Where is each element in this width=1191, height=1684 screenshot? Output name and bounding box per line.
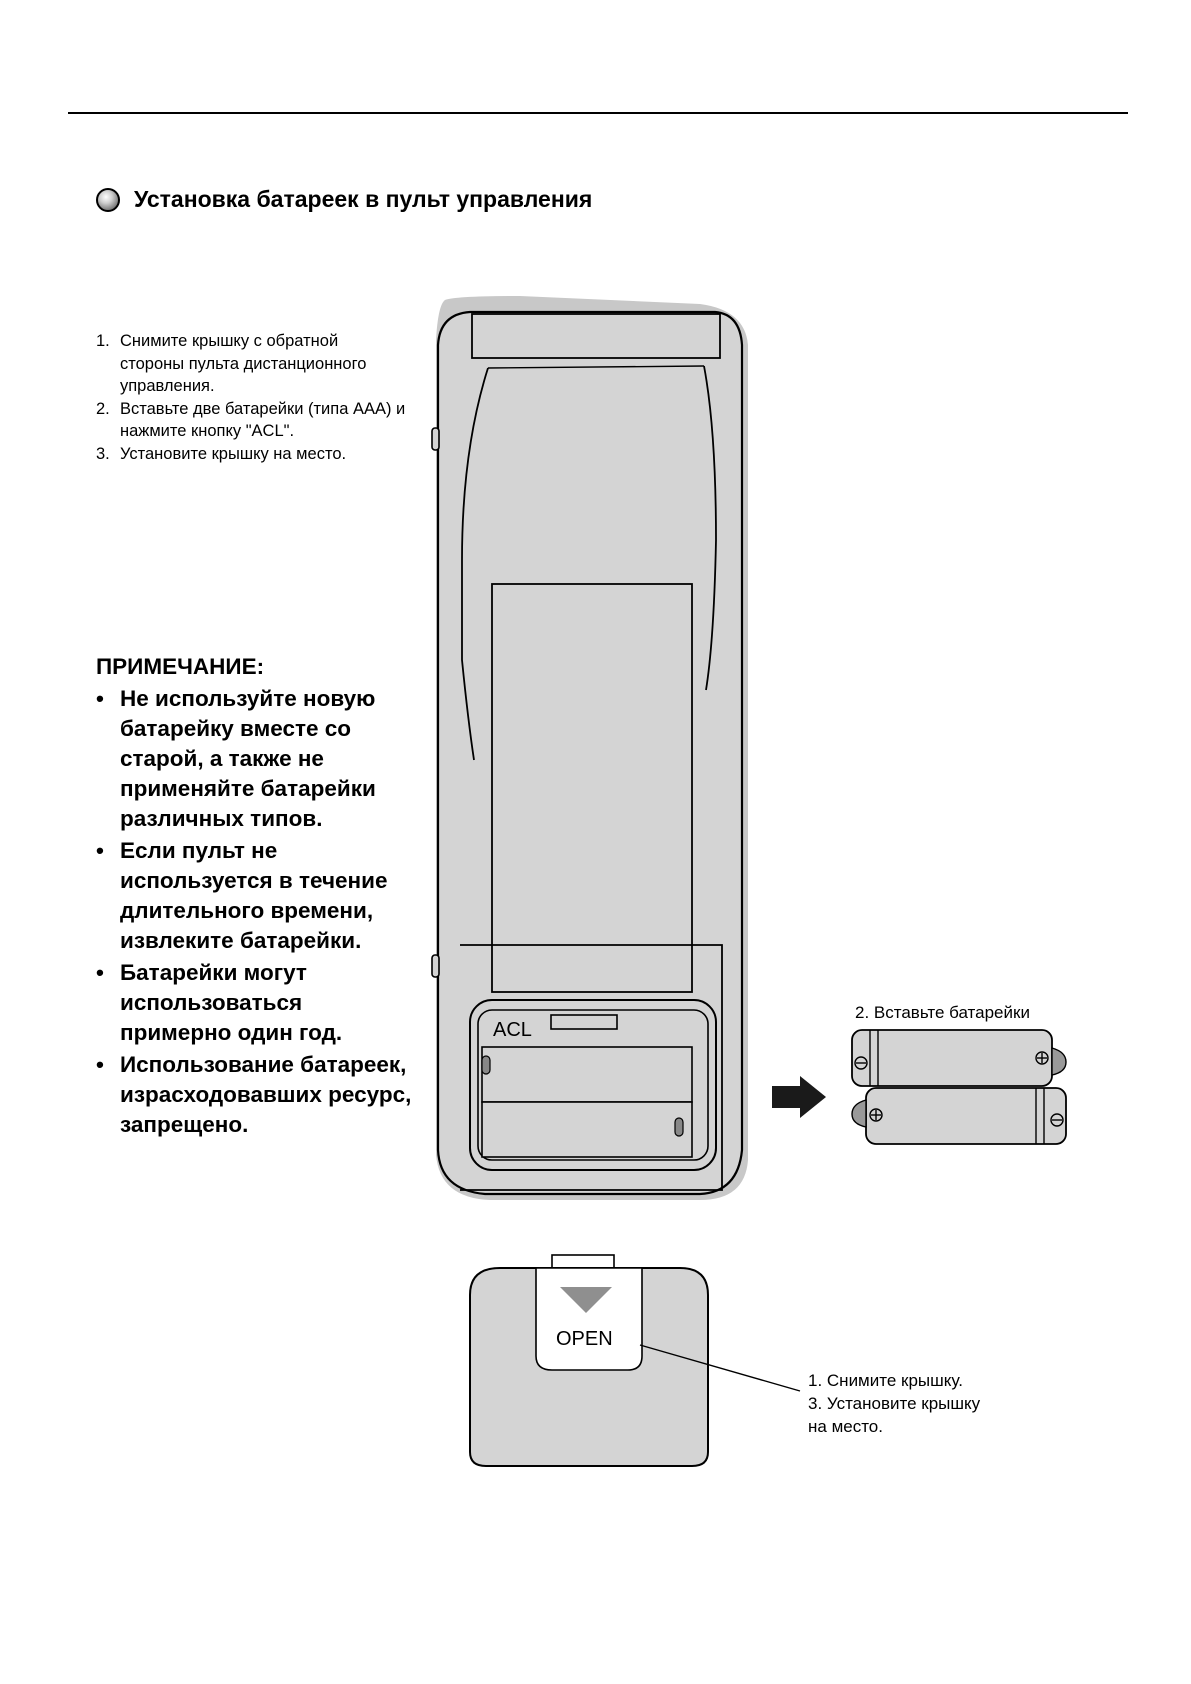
battery-compartment-inner [477,1009,709,1161]
step-item: 3. Установите крышку на место. [96,443,406,466]
battery-slot [481,1046,693,1103]
heading-text: Установка батареек в пульт управления [134,186,593,212]
open-tab [535,1267,643,1371]
section-heading: Установка батареек в пульт управления [96,186,592,213]
side-button [431,427,440,451]
steps-list: 1. Снимите крышку с обратной стороны пул… [96,330,406,465]
step-number: 2. [96,399,110,418]
cover-callout-label: 1. Снимите крышку. 3. Установите крышку … [808,1369,1028,1438]
note-text: Если пульт не используется в течение дли… [120,838,388,953]
side-button [431,954,440,978]
note-item: • Если пульт не используется в течение д… [96,836,416,956]
battery-top [851,1029,1067,1087]
note-block: ПРИМЕЧАНИЕ: • Не используйте новую батар… [96,652,416,1142]
note-text: Использование батареек, израсходовавших … [120,1052,412,1137]
compartment-frame [460,944,723,1191]
step-item: 2. Вставьте две батарейки (типа AAA) и н… [96,398,406,443]
step-text: Установите крышку на место. [120,444,347,463]
top-rule [68,112,1128,114]
note-item: • Не используйте новую батарейку вместе … [96,684,416,834]
acl-button [550,1014,618,1030]
cover-label-line: на место. [808,1417,883,1436]
step-text: Вставьте две батарейки (типа AAA) и нажм… [120,399,406,441]
note-item: • Батарейки могут использоваться примерн… [96,958,416,1048]
cover-label-line: 3. Установите крышку [808,1394,981,1413]
battery-contact [481,1055,491,1075]
bullet-dot-icon: • [96,1052,104,1077]
acl-label: ACL [493,1019,532,1041]
battery-bottom [851,1087,1067,1145]
note-text: Не используйте новую батарейку вместе со… [120,686,376,831]
body-contour-top [487,365,705,369]
battery-slot [481,1101,693,1158]
insert-arrow-icon [772,1076,826,1118]
callout-line [639,1344,801,1392]
step-number: 1. [96,332,110,350]
remote-top-window [471,313,721,359]
note-text: Батарейки могут использоваться примерно … [120,960,343,1045]
note-title: ПРИМЕЧАНИЕ: [96,654,265,679]
step-number: 3. [96,444,110,463]
bullet-dot-icon: • [96,686,104,711]
open-label: OPEN [556,1328,613,1350]
cover-label-line: 1. Снимите крышку. [808,1371,963,1390]
step-item: 1. Снимите крышку с обратной стороны пул… [96,330,406,398]
battery-contact [674,1117,684,1137]
body-contour-left [461,367,489,761]
bullet-dot-icon: • [96,838,104,863]
sphere-bullet-icon [96,187,120,212]
open-arrow-icon [560,1287,612,1313]
note-item: • Использование батареек, израсходовавши… [96,1050,416,1140]
body-contour-right [703,365,717,691]
bullet-dot-icon: • [96,960,104,985]
step-text: Снимите крышку с обратной стороны пульта… [120,332,367,395]
display-panel [491,583,693,993]
insert-batteries-label: 2. Вставьте батарейки [855,1003,1030,1022]
